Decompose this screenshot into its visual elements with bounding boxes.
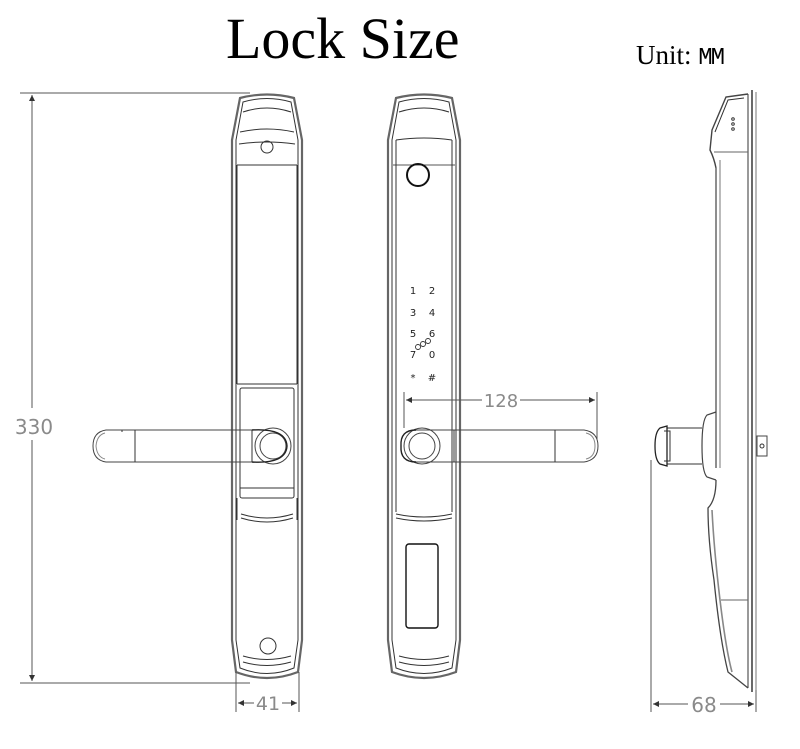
nfc-card-icon bbox=[415, 338, 431, 350]
key-hash: # bbox=[428, 373, 436, 384]
front-lever-handle bbox=[400, 429, 599, 463]
handle-length-dimension: 128 bbox=[403, 391, 598, 440]
card-reader-window bbox=[405, 543, 439, 629]
key-4: 4 bbox=[429, 308, 435, 319]
width-value: 41 bbox=[256, 693, 280, 715]
key-2: 2 bbox=[429, 286, 435, 297]
key-1: 1 bbox=[410, 286, 416, 297]
key-0: 0 bbox=[429, 350, 435, 361]
unit-value: MM bbox=[698, 45, 725, 72]
unit-label: Unit: bbox=[636, 40, 692, 70]
depth-value: 68 bbox=[691, 693, 716, 717]
front-view bbox=[386, 93, 599, 680]
height-dimension: 330 bbox=[15, 92, 250, 684]
key-6: 6 bbox=[429, 329, 435, 340]
depth-dimension: 68 bbox=[650, 460, 757, 717]
fingerprint-sensor-icon bbox=[406, 163, 430, 187]
unit-label-group: Unit: MM bbox=[636, 40, 725, 72]
key-5: 5 bbox=[410, 329, 416, 340]
key-star: * bbox=[411, 373, 416, 384]
back-view bbox=[92, 93, 304, 680]
handle-length-value: 128 bbox=[484, 391, 518, 412]
side-view bbox=[654, 90, 768, 692]
width-dimension: 41 bbox=[235, 672, 300, 715]
back-lever-handle bbox=[92, 429, 288, 463]
height-value: 330 bbox=[15, 415, 53, 439]
diagram-title: Lock Size bbox=[226, 6, 460, 71]
key-7: 7 bbox=[410, 350, 416, 361]
screw-hole-top-icon bbox=[260, 140, 274, 154]
key-3: 3 bbox=[410, 308, 416, 319]
screw-hole-bottom-icon bbox=[259, 637, 277, 655]
keypad: 1 2 3 4 5 6 7 0 * # bbox=[410, 286, 436, 384]
